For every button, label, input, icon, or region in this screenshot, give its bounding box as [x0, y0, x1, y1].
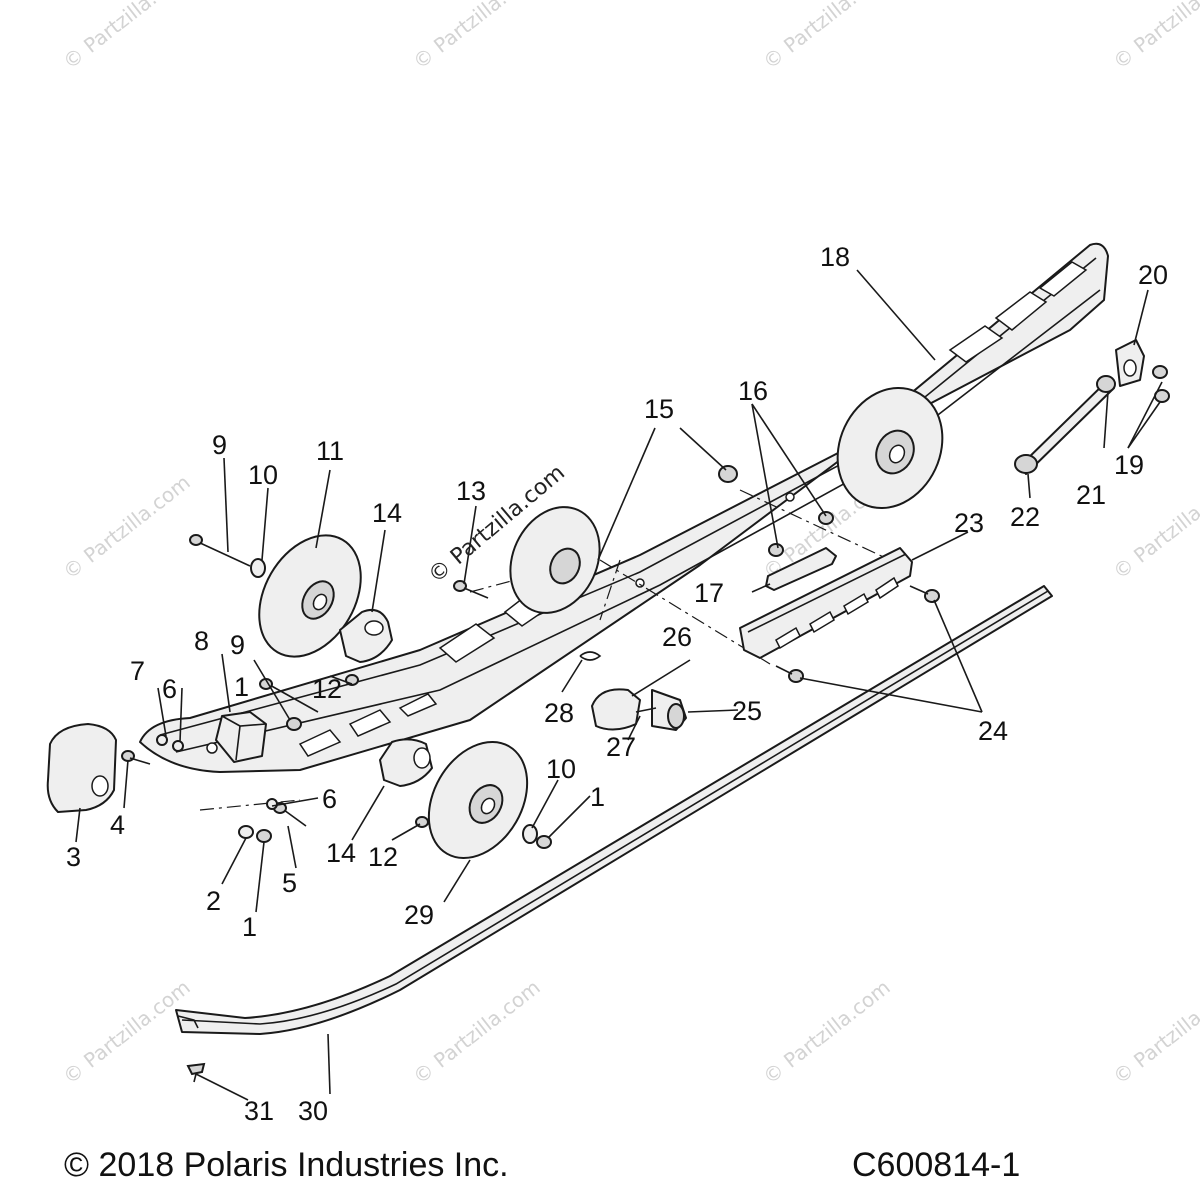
callout-14-upper: 14	[372, 498, 402, 528]
figure-code: C600814-1	[852, 1146, 1021, 1184]
callout-31: 31	[244, 1096, 274, 1126]
copyright-text: © 2018 Polaris Industries Inc.	[64, 1146, 509, 1184]
callout-4: 4	[110, 810, 125, 840]
wheel-11	[258, 534, 362, 658]
mid-wheel	[509, 506, 601, 614]
callout-22: 22	[1010, 502, 1040, 532]
watermark: © Partzilla.com	[758, 975, 894, 1089]
watermark: © Partzilla.com	[58, 975, 194, 1089]
callout-8: 8	[194, 626, 209, 656]
bumper-3	[46, 723, 117, 813]
watermark: © Partzilla.com	[1108, 470, 1200, 584]
callout-2: 2	[206, 886, 221, 916]
callout-7: 7	[130, 656, 145, 686]
callout-13: 13	[456, 476, 486, 506]
callout-5: 5	[282, 868, 297, 898]
shaft-22	[1014, 375, 1116, 475]
callout-6-lower: 6	[322, 784, 337, 814]
callout-30: 30	[298, 1096, 328, 1126]
spacer-14-upper	[339, 609, 393, 663]
callout-21: 21	[1076, 480, 1106, 510]
callout-25: 25	[732, 696, 762, 726]
callout-9-lower: 9	[230, 630, 245, 660]
watermark-layer: © Partzilla.com © Partzilla.com © Partzi…	[58, 0, 1200, 1089]
callout-19: 19	[1114, 450, 1144, 480]
watermark: © Partzilla.com	[58, 0, 194, 74]
callout-15: 15	[644, 394, 674, 424]
slide-rail	[175, 585, 1053, 1035]
watermark: © Partzilla.com	[1108, 0, 1200, 74]
watermark: © Partzilla.com	[408, 0, 544, 74]
callout-10-lower: 10	[546, 754, 576, 784]
callout-26: 26	[662, 622, 692, 652]
callout-10-upper: 10	[248, 460, 278, 490]
callout-6-upper: 6	[162, 674, 177, 704]
callout-1-right: 1	[590, 782, 605, 812]
callout-28: 28	[544, 698, 574, 728]
callout-27: 27	[606, 732, 636, 762]
callout-12-upper: 12	[312, 674, 342, 704]
callout-20: 20	[1138, 260, 1168, 290]
callout-1-lower: 1	[242, 912, 257, 942]
callout-12-lower: 12	[368, 842, 398, 872]
callout-leaders	[75, 269, 1163, 1101]
spacer-14-lower	[379, 738, 433, 787]
callout-18: 18	[820, 242, 850, 272]
callout-16: 16	[738, 376, 768, 406]
callout-11: 11	[316, 436, 344, 466]
bracket-20	[1115, 339, 1145, 387]
callout-9-upper: 9	[212, 430, 227, 460]
callout-3: 3	[66, 842, 81, 872]
callout-labels: 18 20 21 19 22 23 24 17 16 15 13 14 11 1…	[66, 242, 1168, 1126]
rear-idler-wheel	[836, 386, 944, 510]
callout-17: 17	[694, 578, 724, 608]
callout-1-upper: 1	[234, 672, 249, 702]
callout-24: 24	[978, 716, 1008, 746]
callout-29: 29	[404, 900, 434, 930]
axle-assembly	[591, 688, 687, 731]
block-8	[215, 711, 267, 763]
watermark: © Partzilla.com	[58, 470, 194, 584]
watermark: © Partzilla.com	[758, 0, 894, 74]
wheel-29	[427, 740, 529, 860]
fasteners	[121, 365, 1170, 1083]
watermark: © Partzilla.com	[408, 975, 544, 1089]
watermark: © Partzilla.com	[1108, 975, 1200, 1089]
callout-14-lower: 14	[326, 838, 356, 868]
strip-23	[739, 547, 913, 659]
callout-23: 23	[954, 508, 984, 538]
